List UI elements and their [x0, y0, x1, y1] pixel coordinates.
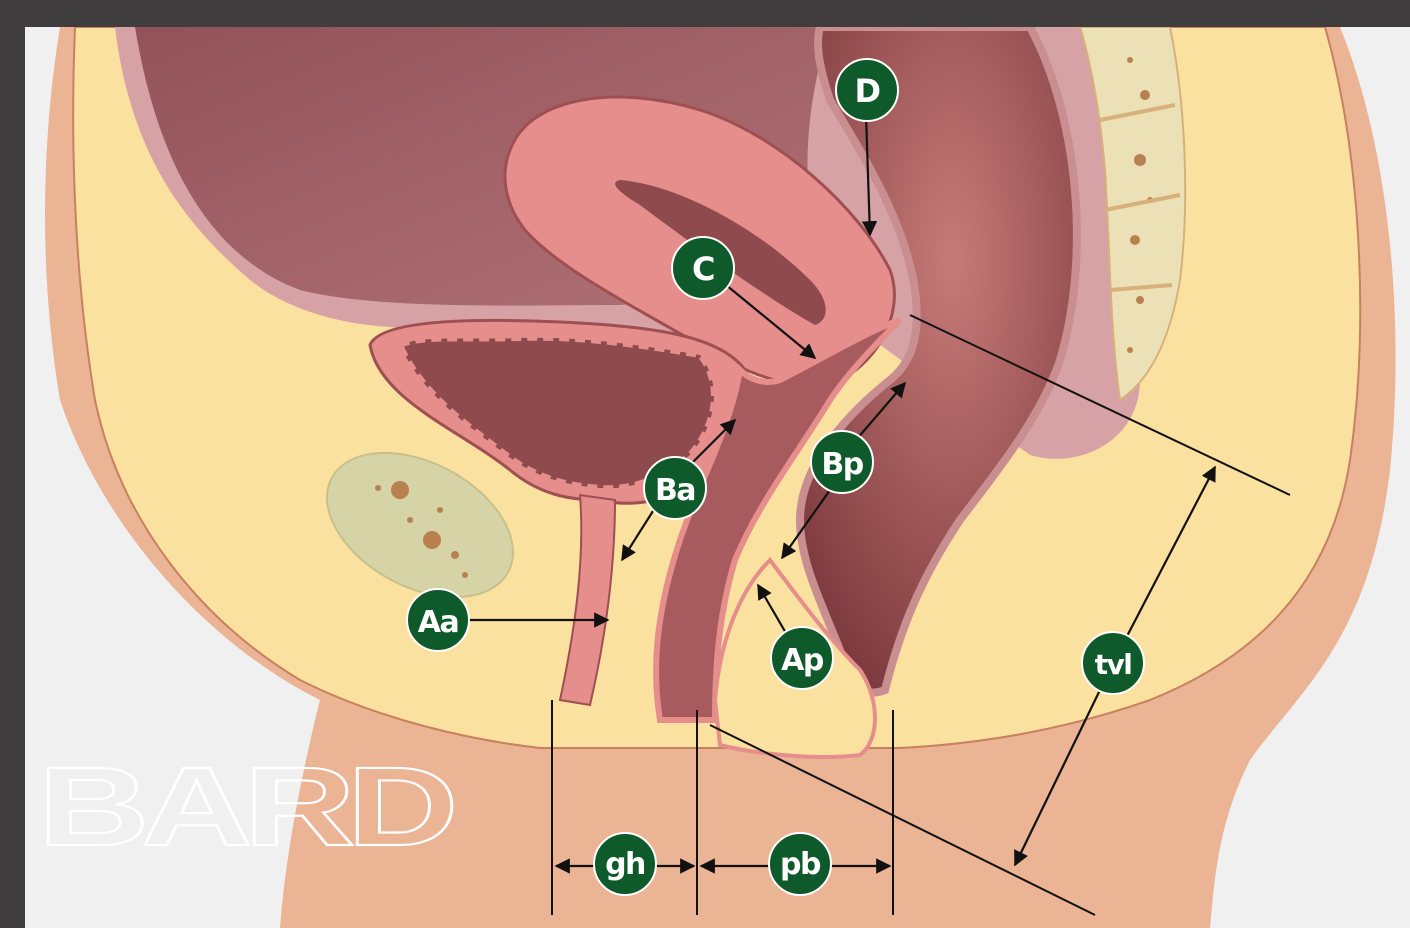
- label-pb-text: pb: [780, 847, 821, 882]
- label-gh: gh: [594, 833, 656, 895]
- diagram-panel: BARD D C Ba Bp Aa Ap tvl gh pb: [25, 27, 1410, 928]
- label-Ap-text: Ap: [781, 643, 824, 678]
- label-tvl-text: tvl: [1095, 648, 1132, 681]
- label-Bp-text: Bp: [821, 447, 863, 482]
- label-pb: pb: [769, 833, 831, 895]
- label-C-text: C: [692, 250, 714, 288]
- label-D-text: D: [854, 72, 879, 110]
- label-Ap: Ap: [771, 627, 833, 689]
- pelvic-anatomy-diagram: BARD D C Ba Bp Aa Ap tvl gh pb: [25, 27, 1410, 928]
- label-Bp: Bp: [811, 431, 873, 493]
- label-Ba-text: Ba: [655, 473, 695, 508]
- label-D: D: [836, 59, 898, 121]
- label-Ba: Ba: [644, 457, 706, 519]
- label-C: C: [672, 237, 734, 299]
- label-Aa: Aa: [407, 589, 469, 651]
- label-Aa-text: Aa: [418, 605, 458, 640]
- bard-logo: BARD: [38, 744, 453, 869]
- label-tvl: tvl: [1082, 632, 1144, 694]
- label-gh-text: gh: [605, 847, 645, 882]
